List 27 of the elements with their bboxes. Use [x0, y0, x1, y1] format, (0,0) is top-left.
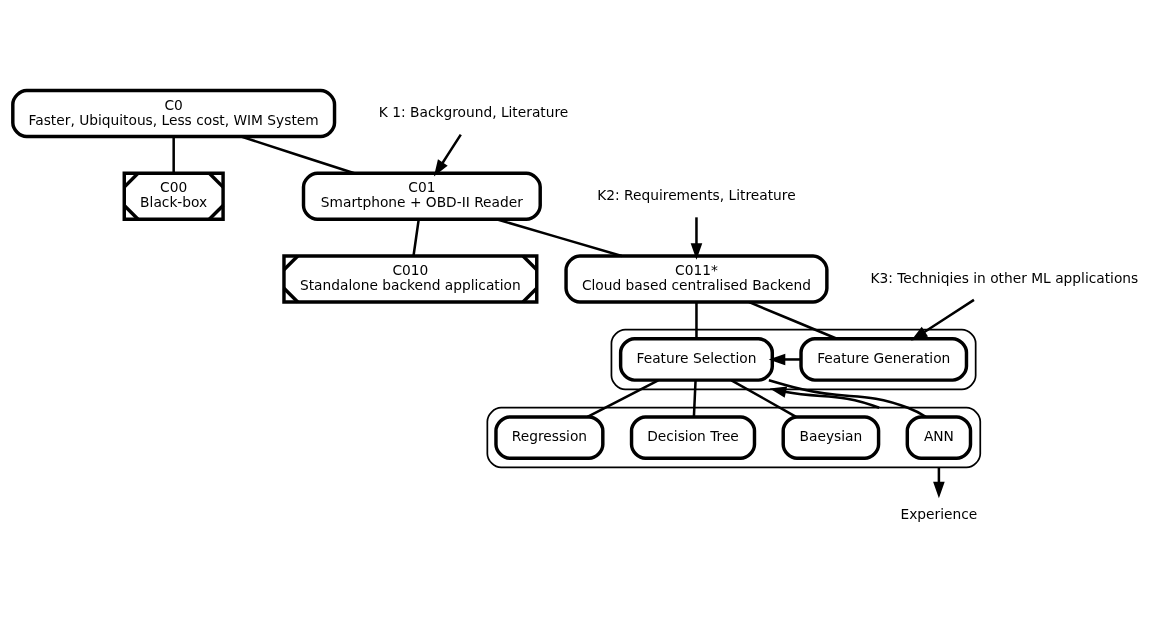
node-box: Baeysian: [781, 414, 881, 460]
node-text: K3: Techniqies in other ML applications: [870, 269, 1139, 286]
node-text: K 1: Background, Literature: [378, 103, 569, 120]
node-text: K2: Requirements, Litreature: [597, 186, 796, 203]
node-box: Regression: [494, 414, 605, 460]
arrow: [433, 133, 462, 176]
arrow: [769, 385, 880, 409]
arrow: [690, 216, 703, 260]
node-box: C0 Faster, Ubiquitous, Less cost, WIM System: [11, 88, 337, 138]
node-box: Decision Tree: [629, 414, 757, 460]
connector: [172, 136, 175, 173]
node-box: C01 Smartphone + OBD-II Reader: [301, 171, 542, 221]
arrow: [910, 298, 975, 341]
connector: [695, 301, 698, 338]
connector: [412, 218, 420, 256]
node-box: Feature Generation: [799, 336, 969, 382]
node-box: ANN: [905, 414, 973, 460]
connector: [768, 378, 927, 418]
cluster: [486, 406, 982, 468]
connector: [692, 379, 697, 416]
node-box: C011* Cloud based centralised Backend: [564, 253, 829, 304]
node-box: Feature Selection: [618, 336, 775, 382]
connector: [586, 378, 659, 418]
node-text: Experience: [900, 505, 978, 522]
connector: [748, 300, 838, 340]
arrow: [768, 353, 801, 365]
connector: [730, 378, 797, 418]
